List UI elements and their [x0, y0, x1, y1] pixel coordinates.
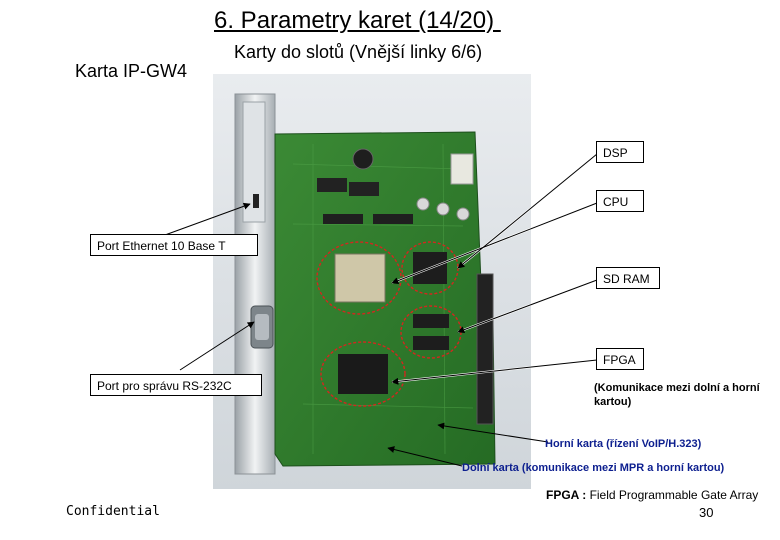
upper-card-note: Horní karta (řízení VoIP/H.323) — [545, 438, 702, 450]
fpga-description: (Komunikace mezi dolní a horní kartou) — [594, 382, 760, 408]
callout-dsp: DSP — [596, 141, 644, 163]
definition-meaning: Field Programmable Gate Array — [589, 488, 759, 502]
callout-ethernet: Port Ethernet 10 Base T — [90, 234, 258, 256]
confidential-label: Confidential — [66, 504, 160, 519]
callout-rs232: Port pro správu RS-232C — [90, 374, 262, 396]
callout-fpga: FPGA — [596, 348, 644, 370]
slide-subtitle: Karty do slotů (Vnější linky 6/6) — [234, 42, 483, 62]
slide-title: 6. Parametry karet (14/20) — [214, 7, 501, 34]
callout-sdram: SD RAM — [596, 267, 660, 289]
definition-term: FPGA : — [546, 488, 587, 502]
card-name: Karta IP-GW4 — [75, 61, 188, 81]
card-photo — [213, 74, 531, 489]
page-number: 30 — [699, 505, 714, 520]
fpga-definition: FPGA : Field Programmable Gate Array — [546, 488, 758, 502]
callout-cpu: CPU — [596, 190, 644, 212]
lower-card-note: Dolní karta (komunikace mezi MPR a horní… — [462, 462, 725, 474]
